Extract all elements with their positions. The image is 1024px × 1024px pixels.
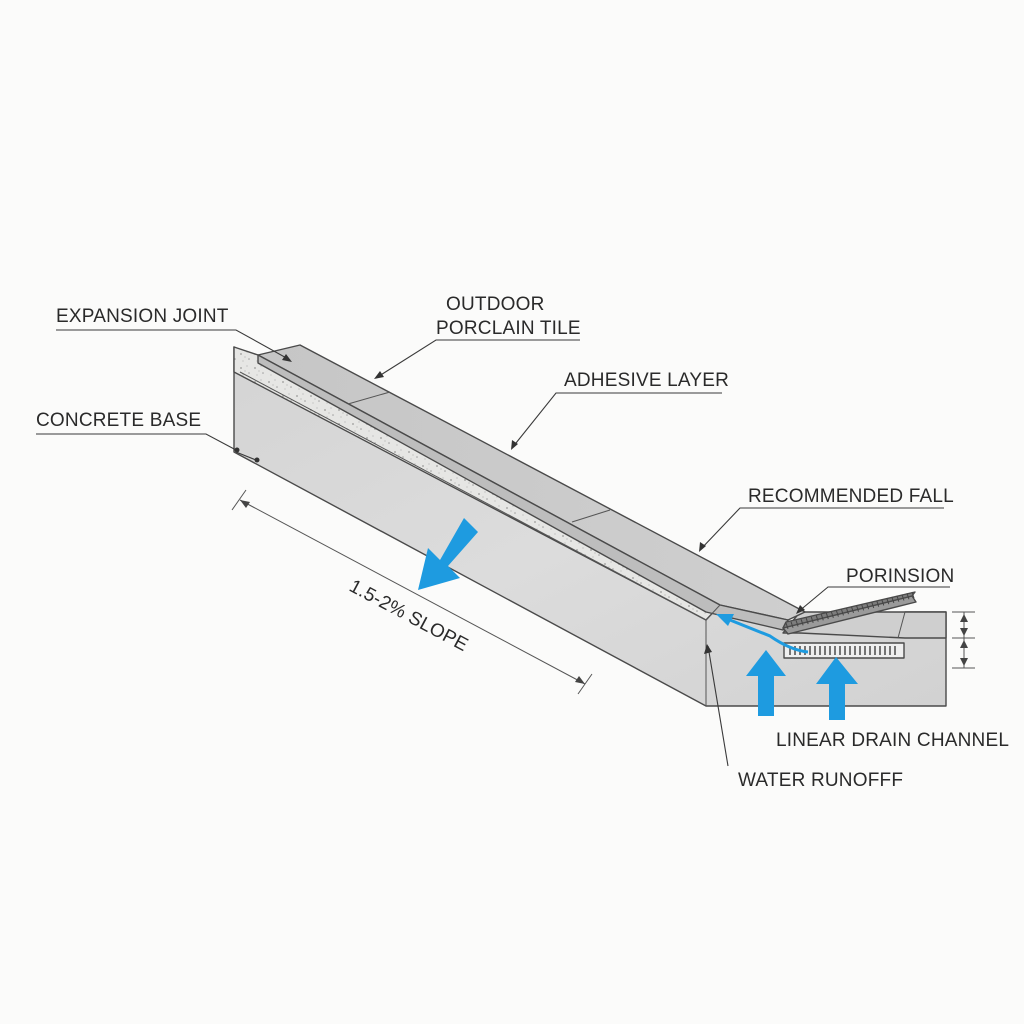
grate-tooth bbox=[911, 591, 915, 599]
grate-tooth bbox=[891, 596, 895, 604]
drain-slots bbox=[789, 646, 896, 655]
grate-teeth bbox=[785, 591, 915, 630]
grate-tooth bbox=[820, 614, 824, 621]
grate-tooth bbox=[785, 622, 789, 630]
tile-joint bbox=[347, 391, 391, 405]
label-concrete-base: CONCRETE BASE bbox=[36, 410, 201, 431]
slope-direction-arrow bbox=[418, 518, 478, 590]
grate-tooth bbox=[840, 609, 844, 616]
grate-tooth bbox=[896, 595, 900, 602]
grate-tooth bbox=[795, 620, 799, 627]
grate-tooth bbox=[906, 593, 910, 600]
leader-outdoor-tile bbox=[375, 339, 580, 379]
label-linear-drain-channel: LINEAR DRAIN CHANNEL bbox=[776, 730, 1009, 751]
water-flow-arrows bbox=[418, 518, 858, 720]
upward-arrow-left bbox=[746, 650, 786, 716]
grate-tooth bbox=[790, 621, 794, 628]
expansion-joint-line bbox=[705, 604, 721, 621]
grate-tooth bbox=[810, 616, 814, 623]
grate-tooth bbox=[830, 611, 834, 618]
leader-porinsion bbox=[797, 586, 950, 613]
drain-channel-slot bbox=[783, 642, 905, 659]
leader-water-runoff bbox=[707, 645, 729, 767]
grate-tooth bbox=[886, 598, 890, 605]
label-water-runoff: WATER RUNOFFF bbox=[738, 770, 903, 791]
grate-tooth bbox=[871, 601, 875, 609]
height-dimension bbox=[952, 611, 975, 669]
grate-tooth bbox=[876, 600, 880, 607]
leader-expansion-joint bbox=[56, 329, 291, 361]
leader-lines bbox=[36, 329, 950, 767]
slope-dimension bbox=[231, 489, 593, 695]
grate-tooth bbox=[866, 603, 870, 610]
leader-adhesive-layer bbox=[511, 392, 722, 449]
leader-concrete-base bbox=[36, 433, 237, 451]
label-expansion-joint: EXPANSION JOINT bbox=[56, 306, 229, 327]
grate-tooth bbox=[881, 599, 885, 606]
label-slope: 1.5-2% SLOPE bbox=[346, 576, 472, 656]
grate-tooth bbox=[861, 604, 865, 611]
upward-arrow-right bbox=[816, 657, 858, 720]
outdoor-tile bbox=[257, 344, 806, 631]
grate-tooth bbox=[800, 619, 804, 626]
linear-drain-channel bbox=[783, 642, 905, 659]
label-outdoor-tile-line1: OUTDOOR bbox=[446, 294, 545, 315]
tile-joint bbox=[571, 509, 611, 523]
drain-grate-lid bbox=[782, 591, 917, 635]
grate-tooth bbox=[805, 617, 809, 625]
label-recommended-fall: RECOMMENDED FALL bbox=[748, 486, 954, 507]
grate-tooth bbox=[901, 594, 905, 601]
label-outdoor-tile-line2: PORCLAIN TILE bbox=[436, 318, 581, 339]
grate-tooth bbox=[856, 605, 860, 612]
leader-recommended-fall bbox=[699, 507, 944, 551]
grate-tooth bbox=[815, 615, 819, 622]
grate-tooth bbox=[825, 612, 829, 620]
grate-tooth bbox=[835, 610, 839, 617]
grate-tooth bbox=[846, 607, 849, 615]
label-porinsion: PORINSION bbox=[846, 566, 954, 587]
runoff-flow-arrow bbox=[729, 618, 809, 654]
grate-tooth bbox=[851, 606, 854, 614]
label-adhesive-layer: ADHESIVE LAYER bbox=[564, 370, 729, 391]
